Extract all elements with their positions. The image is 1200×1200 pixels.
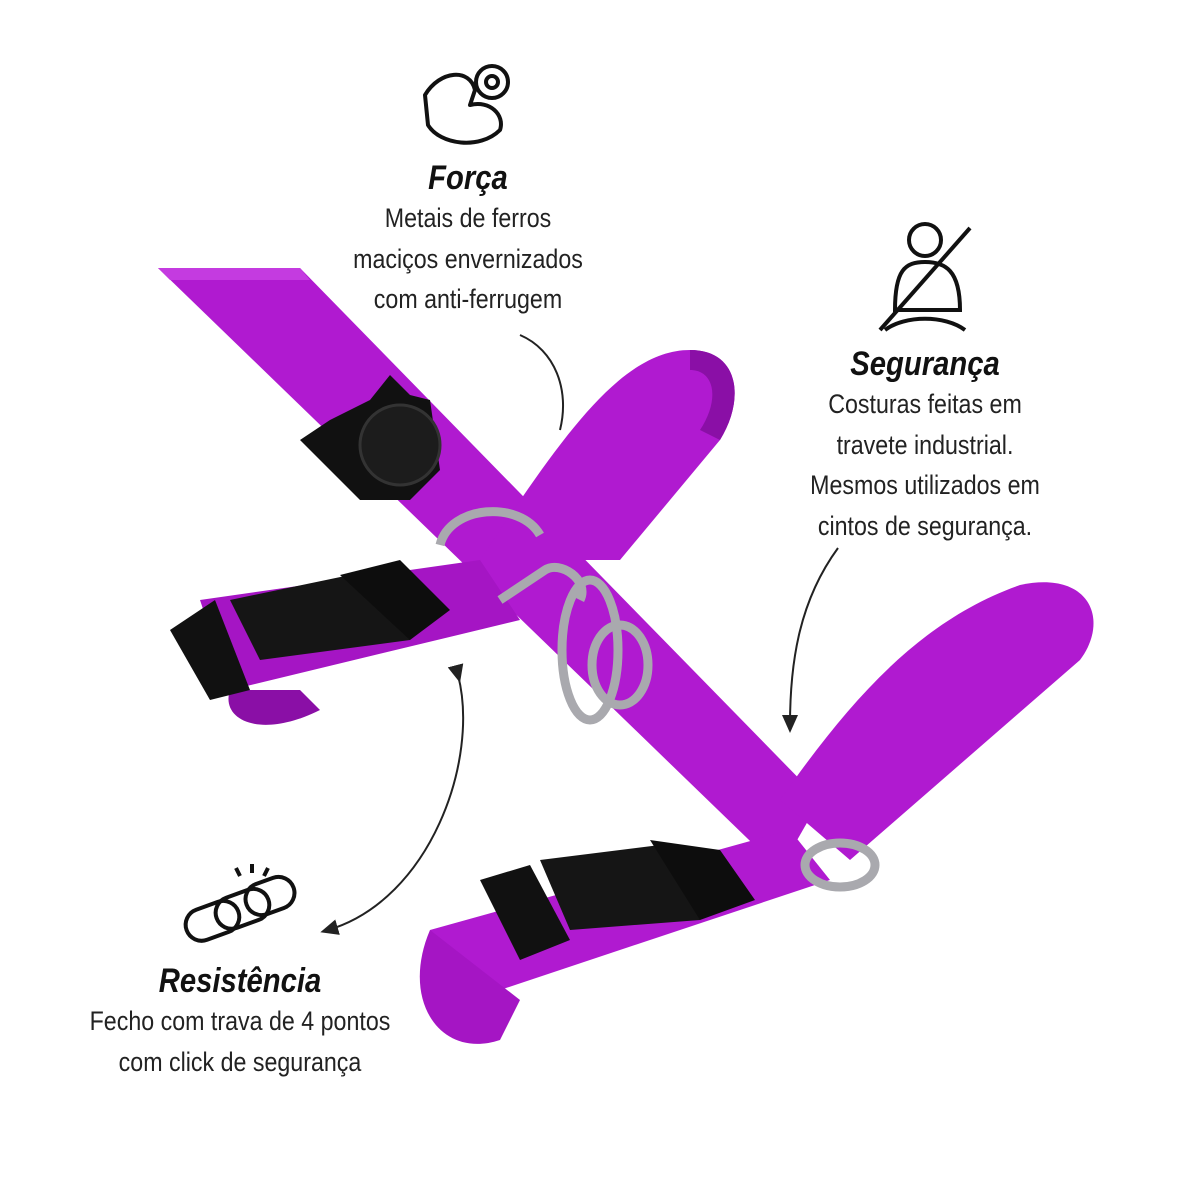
feature-text: com click de segurança bbox=[118, 1046, 362, 1077]
harness-strap bbox=[158, 268, 1094, 1044]
metal-clip bbox=[435, 507, 880, 892]
feature-title: Força bbox=[428, 159, 508, 197]
feature-text: Costuras feitas em bbox=[828, 389, 1022, 419]
cat-slider bbox=[300, 375, 442, 500]
feature-text: Fecho com trava de 4 pontos bbox=[89, 1006, 391, 1036]
arrow-forca bbox=[519, 334, 564, 431]
seatbelt-icon bbox=[878, 222, 972, 332]
feature-title: Resistência bbox=[158, 962, 322, 1000]
chain-link-icon bbox=[183, 864, 297, 943]
feature-text: maciços envernizados bbox=[353, 243, 583, 274]
feature-text: Mesmos utilizados em bbox=[810, 470, 1040, 500]
feature-forca: Força Metais de ferros maciços enverniza… bbox=[339, 158, 597, 320]
feature-text: cintos de segurança. bbox=[817, 510, 1033, 541]
feature-title: Segurança bbox=[850, 345, 1000, 383]
feature-seguranca: Segurança Costuras feitas em travete ind… bbox=[787, 344, 1062, 546]
buckle-lower bbox=[480, 840, 755, 960]
feature-text: com anti-ferrugem bbox=[373, 284, 563, 314]
arrow-resistencia bbox=[320, 663, 465, 935]
feature-resistencia: Resistência Fecho com trava de 4 pontos … bbox=[68, 961, 412, 1082]
buckle-upper bbox=[170, 560, 450, 700]
flexed-arm-dumbbell-icon bbox=[423, 64, 510, 145]
feature-text: Metais de ferros bbox=[384, 203, 552, 233]
feature-text: travete industrial. bbox=[836, 429, 1014, 460]
arrow-seguranca bbox=[782, 547, 839, 733]
